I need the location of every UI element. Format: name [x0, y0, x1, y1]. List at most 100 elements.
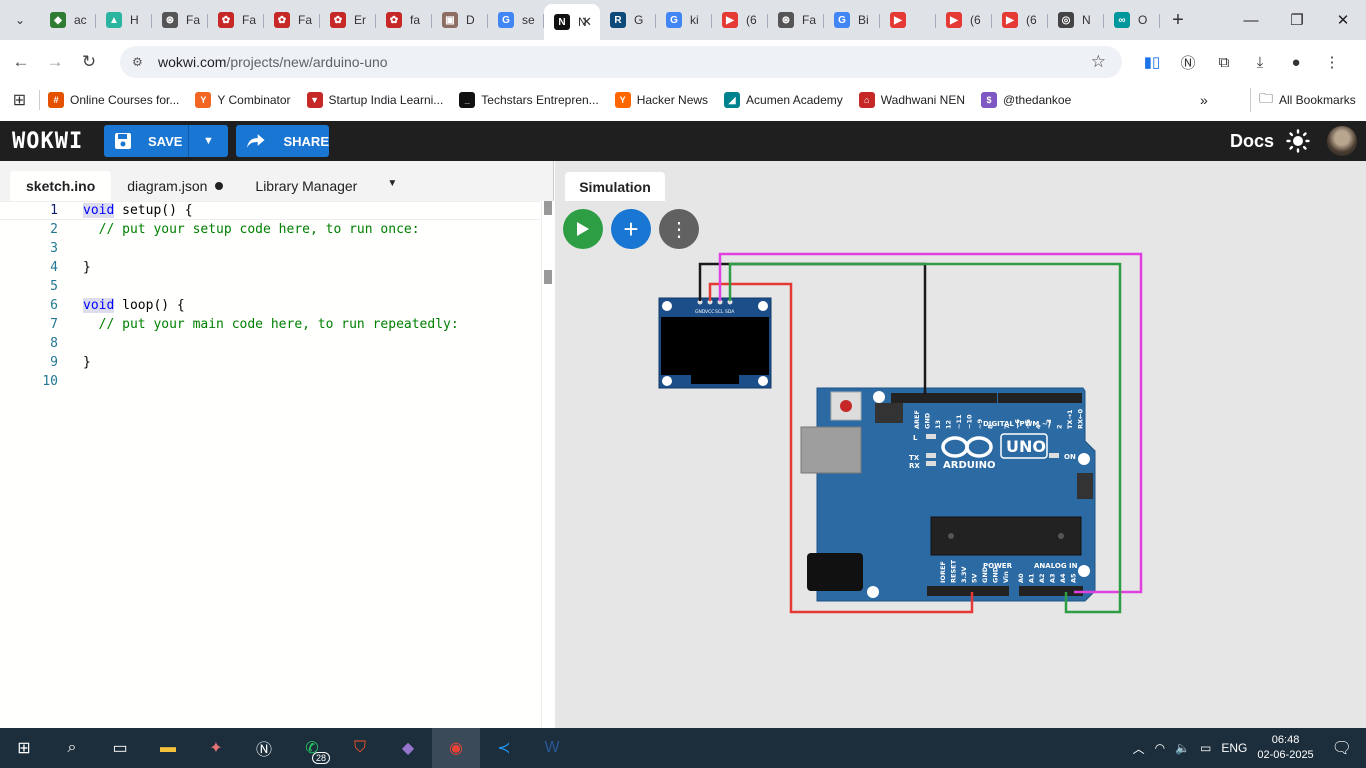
add-part-button[interactable]: +	[611, 209, 651, 249]
theme-toggle-icon[interactable]	[1286, 129, 1310, 153]
reset-button-cap[interactable]	[840, 400, 852, 412]
wire-scl[interactable]	[718, 252, 1143, 594]
editor-scrollbar[interactable]	[541, 201, 554, 728]
windows-start-icon[interactable]: ⊞	[17, 740, 31, 757]
browser-tab[interactable]: ▶(6	[992, 4, 1048, 36]
file-explorer-icon[interactable]: ▬	[160, 739, 176, 756]
start-simulation-button[interactable]	[563, 209, 603, 249]
tab-diagram-json[interactable]: diagram.json	[111, 171, 239, 201]
browser-tab[interactable]: ✿Fa	[208, 4, 264, 36]
bookmark-item[interactable]: ▼Startup India Learni...	[306, 92, 443, 108]
notifications-icon[interactable]: 🗨	[1331, 740, 1352, 757]
browser-tab[interactable]: ▶(6	[936, 4, 992, 36]
new-tab-button[interactable]: +	[1172, 8, 1184, 31]
close-tab-icon[interactable]: ✕	[581, 14, 592, 29]
editor-tabs-menu-icon[interactable]: ▼	[387, 178, 398, 189]
tab-simulation[interactable]: Simulation	[565, 172, 665, 201]
code-line[interactable]: 4}	[0, 258, 540, 277]
apps-grid-icon[interactable]: ⊞	[0, 90, 40, 110]
code-line[interactable]: 9}	[0, 353, 540, 372]
bookmark-star-icon[interactable]: ☆	[1090, 52, 1106, 71]
clock[interactable]: 06:48 02-06-2025	[1257, 733, 1313, 763]
simulation-menu-button[interactable]: ⋮	[659, 209, 699, 249]
code-line[interactable]: 7 // put your main code here, to run rep…	[0, 315, 540, 334]
wokwi-logo[interactable]: WOKWI	[12, 128, 84, 154]
notion-extension-icon[interactable]: Ⓝ	[1180, 54, 1196, 72]
brave-icon[interactable]: ⛉	[353, 739, 366, 756]
tab-search-icon[interactable]: ⌄	[14, 13, 26, 27]
code-line[interactable]: 10	[0, 372, 540, 391]
bookmark-item[interactable]: #Online Courses for...	[48, 92, 179, 108]
word-icon[interactable]: W	[544, 739, 560, 756]
reload-icon[interactable]: ↻	[81, 52, 97, 71]
arduino-uno-board[interactable]: ARDUINO UNO DIGITAL (PWM ~) POWER ANALOG…	[800, 387, 1096, 602]
user-avatar[interactable]	[1327, 126, 1357, 156]
notion-icon[interactable]: Ⓝ	[255, 742, 272, 759]
forward-icon[interactable]: →	[46, 52, 64, 71]
wifi-icon[interactable]: ◠	[1154, 741, 1166, 755]
tab-library-manager[interactable]: Library Manager	[239, 171, 373, 201]
code-line[interactable]: 3	[0, 239, 540, 258]
task-view-icon[interactable]: ▭	[112, 740, 128, 757]
obsidian-icon[interactable]: ◆	[401, 740, 415, 757]
code-line[interactable]: 8	[0, 334, 540, 353]
wire-vcc[interactable]	[708, 282, 974, 614]
code-line[interactable]: 5	[0, 277, 540, 296]
minimize-icon[interactable]: —	[1243, 11, 1259, 29]
browser-tab[interactable]: ◎N	[1048, 4, 1104, 36]
circuit-canvas[interactable]: ARDUINO UNO DIGITAL (PWM ~) POWER ANALOG…	[555, 161, 1366, 728]
site-info-icon[interactable]: ⚙	[132, 55, 143, 69]
docs-link[interactable]: Docs	[1230, 130, 1275, 151]
search-icon[interactable]: ⌕	[67, 739, 77, 756]
browser-tab[interactable]: ∞O	[1104, 4, 1160, 36]
bookmark-item[interactable]: ◢Acumen Academy	[724, 92, 843, 108]
save-button[interactable]: SAVE	[104, 125, 188, 157]
browser-tab[interactable]: ◆ac	[40, 4, 96, 36]
url-text[interactable]: wokwi.com/projects/new/arduino-uno	[158, 54, 388, 70]
tab-sketch-ino[interactable]: sketch.ino	[10, 171, 112, 201]
browser-tab[interactable]: ✿Fa	[264, 4, 320, 36]
share-button[interactable]: SHARE	[236, 125, 329, 157]
volume-icon[interactable]: 🔈	[1175, 741, 1191, 755]
scroll-thumb[interactable]	[544, 201, 552, 215]
side-panel-icon[interactable]: ▮▯	[1143, 54, 1161, 71]
save-dropdown-icon[interactable]: ▼	[188, 125, 228, 157]
browser-tab[interactable]: ✿fa	[376, 4, 432, 36]
browser-tab[interactable]: ⊛Fa	[768, 4, 824, 36]
browser-tab[interactable]: ✿Er	[320, 4, 376, 36]
browser-tab[interactable]: ▲H	[96, 4, 152, 36]
bookmark-item[interactable]: ⌂Wadhwani NEN	[858, 92, 965, 108]
extensions-icon[interactable]: ⧉	[1218, 53, 1230, 71]
back-icon[interactable]: ←	[12, 52, 30, 71]
browser-menu-icon[interactable]: ⋮	[1324, 54, 1340, 71]
browser-tab[interactable]: ▶	[880, 4, 936, 36]
bookmark-item[interactable]: _Techstars Entrepren...	[459, 92, 599, 108]
show-hidden-icons-icon[interactable]: ︿	[1132, 741, 1145, 756]
browser-tab[interactable]: ⊛Fa	[152, 4, 208, 36]
chrome-icon[interactable]: ◉	[432, 728, 480, 768]
close-window-icon[interactable]: ✕	[1336, 12, 1350, 29]
battery-icon[interactable]: ▭	[1200, 741, 1212, 755]
profile-avatar[interactable]: ●	[1291, 53, 1301, 71]
browser-tab[interactable]: ▣D	[432, 4, 488, 36]
wire-sda[interactable]	[728, 262, 1122, 614]
code-line[interactable]: 2 // put your setup code here, to run on…	[0, 220, 540, 239]
vscode-icon[interactable]: ≺	[497, 740, 511, 757]
language-indicator[interactable]: ENG	[1221, 741, 1248, 755]
download-icon[interactable]: ⤓	[1256, 53, 1264, 71]
omnibox[interactable]: ⚙ wokwi.com/projects/new/arduino-uno ☆	[120, 46, 1122, 78]
more-bookmarks-icon[interactable]: »	[1200, 92, 1208, 108]
browser-tab[interactable]: ▶(6	[712, 4, 768, 36]
all-bookmarks-button[interactable]: 🗀 All Bookmarks	[1250, 88, 1356, 112]
whatsapp-icon[interactable]: ✆28	[288, 728, 336, 768]
